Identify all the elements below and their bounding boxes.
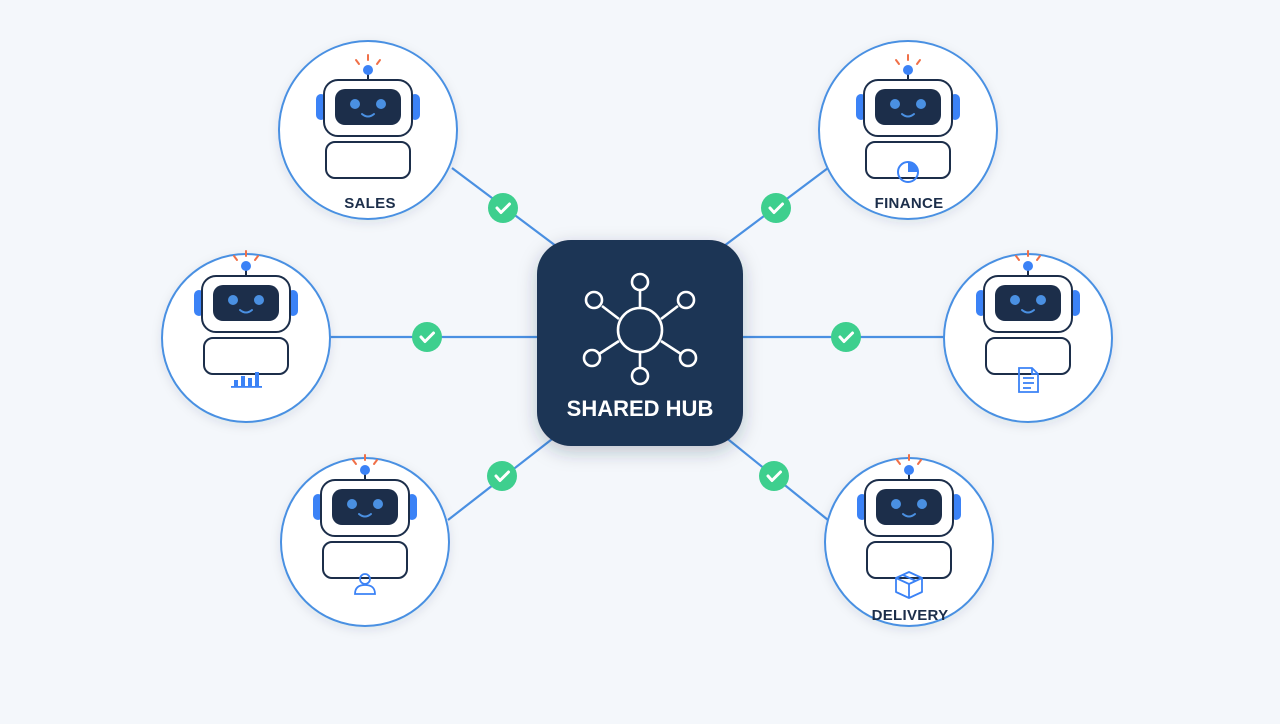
agent-node-analytics[interactable] <box>161 250 331 423</box>
agent-node-documents[interactable] <box>943 250 1113 423</box>
check-icon <box>487 461 517 491</box>
bar-chart-icon <box>231 372 262 388</box>
agent-label-finance: FINANCE <box>875 195 944 212</box>
document-icon <box>1018 367 1039 393</box>
pie-chart-icon <box>897 161 919 183</box>
check-icon <box>488 193 518 223</box>
check-icon <box>759 461 789 491</box>
agent-node-finance[interactable]: FINANCE <box>818 40 998 220</box>
agent-node-sales[interactable]: SALES <box>278 40 458 220</box>
agent-label-delivery: DELIVERY <box>872 607 949 624</box>
check-icon <box>761 193 791 223</box>
check-icon <box>831 322 861 352</box>
shared-hub[interactable]: SHARED HUB <box>537 240 743 446</box>
status-checks <box>412 193 861 491</box>
package-icon <box>895 571 923 599</box>
network-hub-icon <box>582 272 698 386</box>
agent-node-delivery[interactable]: DELIVERY <box>824 454 994 627</box>
agent-node-users[interactable] <box>280 454 450 627</box>
check-icon <box>412 322 442 352</box>
user-icon <box>354 573 376 595</box>
hub-label: SHARED HUB <box>567 396 714 421</box>
agent-label-sales: SALES <box>344 195 396 212</box>
